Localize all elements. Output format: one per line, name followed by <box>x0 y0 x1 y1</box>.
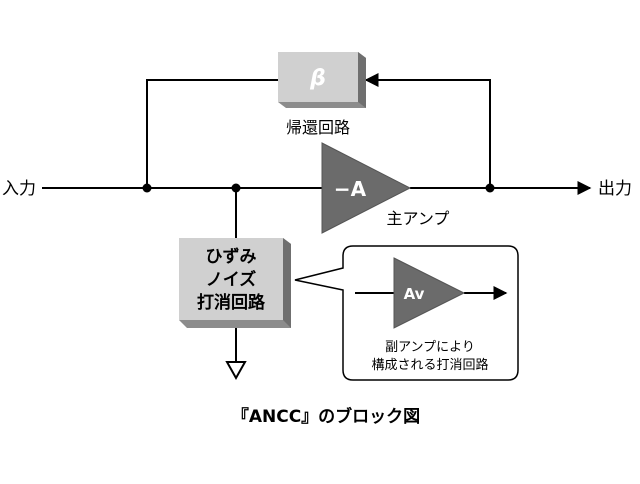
main-amp-symbol: −A <box>334 177 367 201</box>
main-amp-label: 主アンプ <box>387 209 450 228</box>
feedback-line-left <box>146 79 278 188</box>
sub-amp-label-line1: 副アンプにより <box>385 340 475 355</box>
sub-amp-label-line2: 構成される打消回路 <box>371 357 488 373</box>
feedback-block-label: 帰還回路 <box>286 118 350 137</box>
junction-dot-feedback-left <box>142 183 152 193</box>
output-label: 出力 <box>598 179 632 199</box>
input-label: 入力 <box>2 179 36 199</box>
distortion-cancel-block: ひずみ ノイズ 打消回路 <box>179 238 291 328</box>
distortion-block-line2: ノイズ <box>206 269 257 290</box>
main-amplifier: −A <box>321 142 412 234</box>
junction-dot-branch <box>231 183 241 193</box>
feedback-block: β <box>278 52 366 108</box>
sub-amplifier: Av <box>393 257 466 329</box>
feedback-block-symbol: β <box>309 66 326 91</box>
feedback-line-right <box>364 73 491 188</box>
junction-dot-feedback-right <box>485 183 495 193</box>
distortion-block-line3: 打消回路 <box>197 292 266 313</box>
distortion-block-line1: ひずみ <box>206 247 257 267</box>
sub-amp-symbol: Av <box>404 285 425 303</box>
diagram-caption: 『ANCC』のブロック図 <box>232 406 420 427</box>
ground-symbol <box>225 361 247 381</box>
